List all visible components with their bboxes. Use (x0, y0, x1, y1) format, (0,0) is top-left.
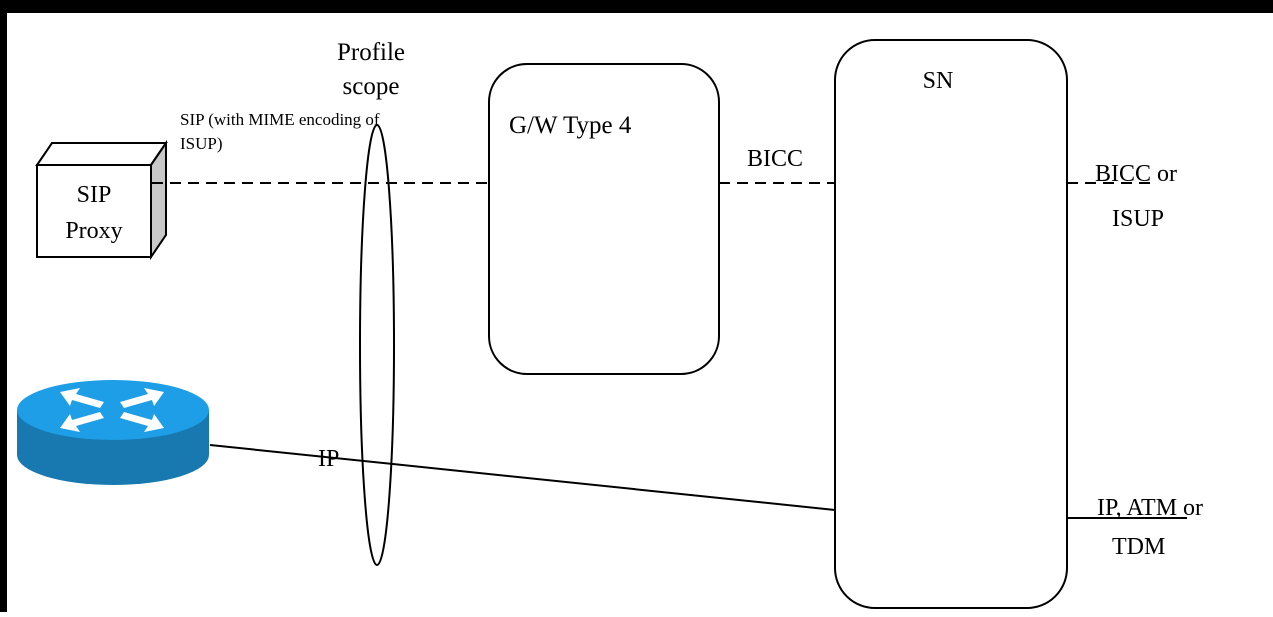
gw-type4-box (488, 63, 720, 375)
sip-proxy-label-line2: Proxy (65, 218, 122, 244)
sip-proxy-label-line1: SIP (77, 182, 112, 208)
frame-top (0, 0, 1273, 13)
ip-label: IP (318, 446, 339, 472)
ip-atm-tdm-label-line2: TDM (1112, 534, 1165, 560)
ip-atm-tdm-label-line1: IP, ATM or (1097, 495, 1203, 521)
profile-scope-ellipse (359, 124, 395, 566)
cube-icon (35, 139, 168, 261)
sn-label: SN (923, 68, 954, 94)
ip-link (209, 444, 836, 511)
gw-type4-label: G/W Type 4 (509, 112, 632, 139)
frame-left (0, 0, 7, 612)
sip-link-label-line1: SIP (with MIME encoding of (180, 110, 380, 129)
bicc-label: BICC (747, 146, 803, 172)
bicc-or-isup-label-line2: ISUP (1112, 206, 1164, 232)
profile-scope-label-line2: scope (343, 73, 400, 100)
router-icon (17, 380, 209, 485)
bicc-or-isup-label-line1: BICC or (1095, 161, 1177, 187)
sip-proxy-node: SIP Proxy (35, 139, 168, 261)
sn-box (834, 39, 1068, 609)
profile-scope-label-line1: Profile (337, 39, 405, 66)
sip-link-label-line2: ISUP) (180, 134, 223, 153)
